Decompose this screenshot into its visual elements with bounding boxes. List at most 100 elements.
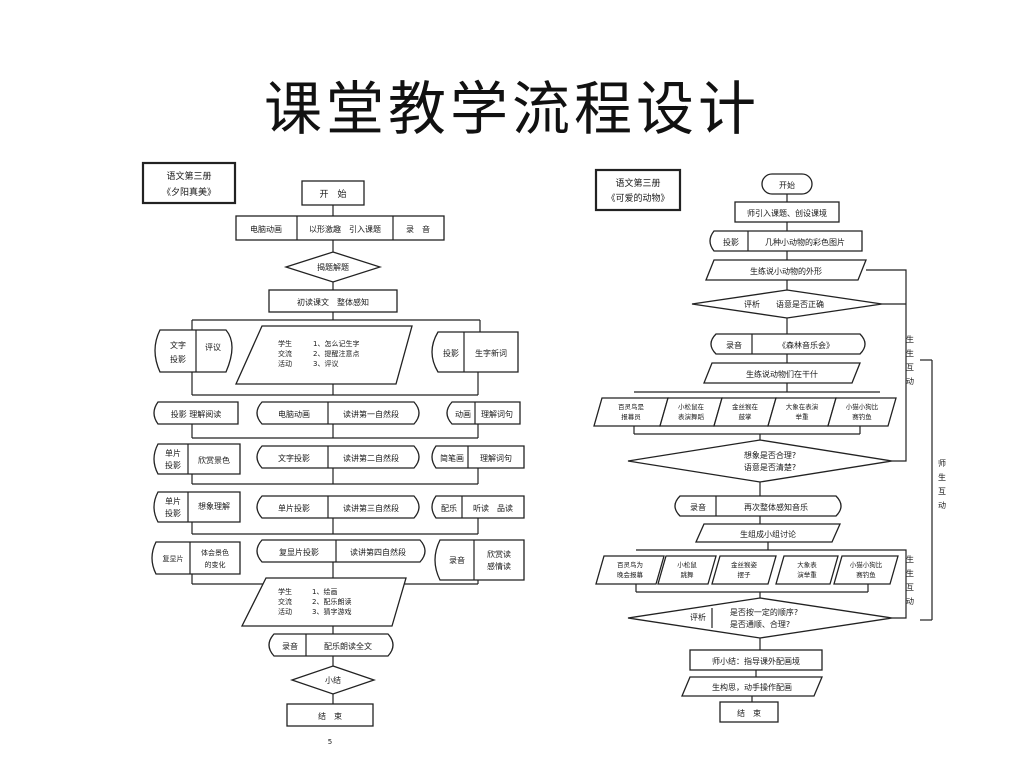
left-intro-row [235, 215, 445, 241]
right-animal2-5b: 赛钓鱼 [856, 570, 876, 579]
side-ss2-2: 生 [906, 568, 914, 578]
left-study2-item-1: 1、绘画 [312, 587, 337, 596]
right-judge2-b: 语意是否清楚? [744, 462, 796, 472]
right-animal-3a: 金丝猴在 [732, 402, 759, 411]
right-animal-5b: 赛钓鱼 [852, 412, 872, 421]
right-end-box [719, 701, 779, 723]
left-row1-right-a: 动画 [455, 409, 471, 419]
right-record-a: 录音 [726, 340, 742, 350]
left-intro-c: 录 音 [406, 224, 430, 234]
left-study2-para [240, 577, 407, 627]
side-ss2-4: 动 [906, 596, 914, 606]
right-record-box [710, 333, 866, 355]
left-row4-left-b1: 体会景色 [201, 548, 229, 557]
left-proj-box [431, 331, 519, 373]
left-study-para [234, 325, 413, 385]
left-row1-right-b: 理解词句 [481, 409, 513, 419]
left-flowchart: 语文第三册 《夕阳真美》 开 始 电脑动画 以形激趣 引入课题 录 音 揭题解题… [141, 161, 525, 746]
side-ts-3: 互 [938, 487, 946, 496]
left-start: 开 始 [319, 188, 346, 200]
left-row2-right-b: 理解词句 [480, 453, 512, 463]
left-row4-mid [256, 539, 426, 563]
side-ss-4: 动 [906, 376, 914, 386]
right-animal2-3a: 金丝猴姿 [731, 560, 758, 569]
slide-title: 课堂教学流程设计 [263, 75, 760, 143]
right-animal-3b: 鼓掌 [739, 412, 753, 421]
right-header-box [594, 168, 682, 212]
left-row3-mid [256, 495, 420, 519]
left-row2-mid-a: 文字投影 [278, 453, 310, 463]
left-study2-item-3: 3、猜字游戏 [312, 607, 351, 616]
right-teacher-sum: 师小结：指导课外配画境 [712, 656, 800, 666]
right-say-look-text: 生练说小动物的外形 [750, 266, 822, 276]
right-animal2-2b: 跳舞 [681, 570, 695, 579]
left-final-read-b: 配乐朗读全文 [324, 641, 372, 651]
right-flowchart: 语文第三册 《可爱的动物》 开始 师引入课题、创设课境 投影 几种小动物的彩色图… [593, 168, 946, 723]
left-row3-mid-b: 读讲第三自然段 [343, 503, 399, 513]
left-intro-a: 电脑动画 [250, 224, 282, 234]
left-row4-right-a: 录音 [449, 555, 465, 565]
left-study-item-1: 1、怎么记生字 [313, 339, 359, 348]
left-first-read: 初读课文 整体感知 [297, 297, 369, 307]
left-note-a2: 投影 [170, 354, 186, 364]
left-summary: 小结 [325, 675, 341, 685]
left-row4-mid-b: 读讲第四自然段 [350, 547, 406, 557]
left-study-3: 活动 [278, 359, 292, 368]
right-animal2-1a: 百灵鸟为 [617, 560, 643, 569]
left-final-read [268, 633, 394, 657]
left-row2-right [431, 445, 525, 469]
left-row2-left-a1: 单片 [165, 448, 181, 458]
left-lesson: 《夕阳真美》 [162, 186, 216, 198]
left-proj-b: 生字新词 [475, 348, 507, 358]
left-row3-right [431, 495, 525, 519]
left-study-item-3: 3、评议 [313, 360, 338, 368]
right-animal-2a: 小松鼠在 [678, 402, 705, 411]
left-row4-right-b1: 欣赏读 [487, 549, 511, 559]
left-row4-left [151, 541, 241, 575]
left-row4-right [434, 539, 525, 581]
right-record2-b: 再次整体感知音乐 [744, 502, 808, 512]
left-row1-left-text: 投影 理解阅读 [171, 409, 222, 419]
right-student-draw [681, 676, 823, 697]
left-row4-mid-a: 复显片投影 [279, 547, 319, 557]
left-study2-2: 交流 [278, 597, 292, 606]
side-ss-2: 生 [906, 348, 914, 358]
right-record2-a: 录音 [690, 502, 706, 512]
right-judge3-a: 是否按一定的顺序? [730, 607, 798, 617]
right-group [694, 523, 842, 543]
left-study-2: 交流 [278, 349, 292, 358]
right-judge2-a: 想象是否合理? [744, 450, 796, 460]
left-row3-left-a2: 投影 [165, 508, 181, 518]
left-proj-a: 投影 [443, 348, 459, 358]
left-row1-mid-a: 电脑动画 [278, 409, 310, 419]
left-row2-right-a: 简笔画 [440, 453, 464, 463]
left-study-1: 学生 [278, 339, 292, 348]
left-row4-left-a: 复显片 [163, 554, 184, 563]
left-note-box [154, 329, 233, 373]
left-note-b: 评议 [205, 343, 221, 352]
left-topic: 揭题解题 [317, 262, 349, 272]
left-study-item-2: 2、提醒注意点 [313, 349, 359, 358]
left-row4-right-b2: 感情读 [487, 561, 511, 571]
side-ss2-1: 生 [906, 554, 914, 564]
right-show-b: 几种小动物的彩色图片 [765, 237, 845, 247]
right-judge1-b: 语意是否正确 [776, 299, 824, 309]
left-row2-left [153, 443, 241, 475]
left-row1-right [446, 401, 521, 425]
right-animal-2b: 表演舞蹈 [678, 412, 705, 421]
right-animal-4a: 大象在表演 [786, 402, 819, 411]
left-row1-left [153, 401, 239, 425]
right-judge3-label: 评析 [690, 612, 706, 622]
left-row2-mid [256, 445, 420, 469]
left-row2-mid-b: 读讲第二自然段 [343, 453, 399, 463]
right-animal2-5a: 小猫小狗比 [850, 560, 883, 569]
right-student-draw-text: 生构思，动手操作配画 [712, 682, 792, 692]
left-row1-mid-b: 读讲第一自然段 [343, 409, 399, 419]
right-intro: 师引入课题、创设课境 [747, 208, 827, 218]
right-animal2-2a: 小松鼠 [677, 560, 697, 569]
right-record-b: 《森林音乐会》 [778, 340, 834, 350]
right-group-text: 生组成小组讨论 [740, 529, 796, 539]
left-intro-b: 以形激趣 引入课题 [309, 224, 381, 234]
left-row3-left-a1: 单片 [165, 496, 181, 506]
